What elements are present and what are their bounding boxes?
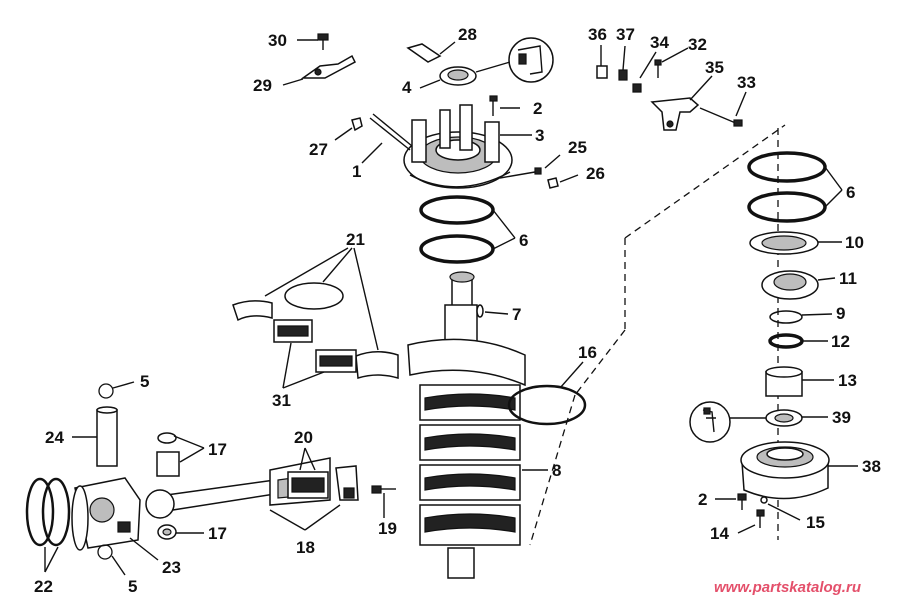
part-15-washer — [760, 496, 801, 521]
callout-7: 7 — [512, 305, 521, 324]
part-25-26-screw-nut — [499, 154, 579, 189]
callout-5-bottom: 5 — [128, 577, 137, 596]
callout-5-top: 5 — [140, 372, 149, 391]
callout-33: 33 — [737, 73, 756, 92]
part-38-bearing-housing — [740, 441, 858, 500]
callout-10: 10 — [845, 233, 864, 252]
part-1-stud — [361, 113, 413, 164]
part-5-clip-bottom — [97, 544, 126, 576]
callout-30: 30 — [268, 31, 287, 50]
part-9-ring — [769, 310, 833, 324]
callout-13: 13 — [838, 371, 857, 390]
part-21-bearing-halves — [232, 247, 399, 380]
callout-4: 4 — [402, 78, 412, 97]
callout-1: 1 — [352, 162, 361, 181]
callout-17-bottom: 17 — [208, 524, 227, 543]
part-29-bracket — [282, 54, 356, 86]
callout-2-top: 2 — [533, 99, 542, 118]
part-37-spring — [618, 45, 628, 81]
part-11-seal — [761, 270, 836, 300]
part-27-nut — [334, 117, 363, 141]
callout-37: 37 — [616, 25, 635, 44]
callout-24: 24 — [45, 428, 64, 447]
part-34-screw — [632, 51, 657, 93]
callout-11: 11 — [839, 269, 857, 288]
part-2-bolt-right — [715, 493, 747, 510]
part-6-o-rings-center — [419, 195, 516, 264]
part-14-screw — [737, 509, 765, 534]
part-4-detail-inset — [508, 37, 554, 83]
callout-8: 8 — [552, 461, 561, 480]
callout-15: 15 — [806, 513, 825, 532]
callout-6-right: 6 — [846, 183, 855, 202]
callout-28: 28 — [458, 25, 477, 44]
part-35-lever — [650, 75, 713, 131]
part-5-clip-top — [98, 381, 135, 399]
part-30-screw — [297, 33, 329, 50]
part-7-key — [476, 304, 509, 318]
callout-23: 23 — [162, 558, 181, 577]
watermark-text[interactable]: www.partskatalog.ru — [714, 579, 861, 596]
callout-39: 39 — [832, 408, 851, 427]
part-19-screw — [371, 485, 396, 518]
callout-18: 18 — [296, 538, 315, 557]
callout-14: 14 — [710, 524, 729, 543]
callout-32: 32 — [688, 35, 707, 54]
part-17-bearing-bottom — [157, 524, 204, 540]
part-13-sleeve — [765, 366, 834, 397]
part-17-bearing-top — [156, 432, 205, 477]
callout-12: 12 — [831, 332, 850, 351]
callout-2-right: 2 — [698, 490, 707, 509]
part-36-bushing — [596, 45, 608, 79]
part-3-bearing-housing — [403, 104, 532, 189]
assembly-dashed-outline — [529, 124, 786, 546]
callout-21: 21 — [346, 230, 365, 249]
callout-20: 20 — [294, 428, 313, 447]
part-8-crankshaft — [407, 271, 548, 579]
part-28-plate — [406, 41, 456, 63]
part-12-o-ring — [768, 333, 828, 349]
part-39-detail-inset — [689, 401, 768, 443]
callout-17-top: 17 — [208, 440, 227, 459]
part-10-plate — [749, 231, 842, 255]
part-33-bolt — [699, 91, 747, 127]
callout-3: 3 — [535, 126, 544, 145]
part-24-pin — [72, 406, 118, 467]
part-2-bolt-top — [489, 95, 520, 116]
part-22-piston-rings — [25, 477, 71, 573]
part-16-ring — [507, 361, 587, 426]
callout-35: 35 — [705, 58, 724, 77]
callout-16: 16 — [578, 343, 597, 362]
callout-29: 29 — [253, 76, 272, 95]
part-31-needle-cages — [273, 319, 357, 389]
callout-26: 26 — [586, 164, 605, 183]
callout-25: 25 — [568, 138, 587, 157]
part-20-needle-cage — [287, 447, 329, 499]
callout-6-center: 6 — [519, 231, 528, 250]
callout-22: 22 — [34, 577, 53, 596]
callout-34: 34 — [650, 33, 669, 52]
callout-labels: 30 28 29 4 2 3 27 1 25 26 36 37 34 32 35… — [34, 25, 881, 596]
part-39-seal — [765, 409, 828, 427]
callout-31: 31 — [272, 391, 291, 410]
callout-9: 9 — [836, 304, 845, 323]
callout-19: 19 — [378, 519, 397, 538]
part-4-seal — [419, 61, 511, 89]
callout-27: 27 — [309, 140, 328, 159]
part-23-piston — [71, 477, 159, 561]
part-6-o-rings-right — [747, 151, 843, 223]
part-32-screw — [654, 47, 689, 78]
callout-38: 38 — [862, 457, 881, 476]
callout-36: 36 — [588, 25, 607, 44]
